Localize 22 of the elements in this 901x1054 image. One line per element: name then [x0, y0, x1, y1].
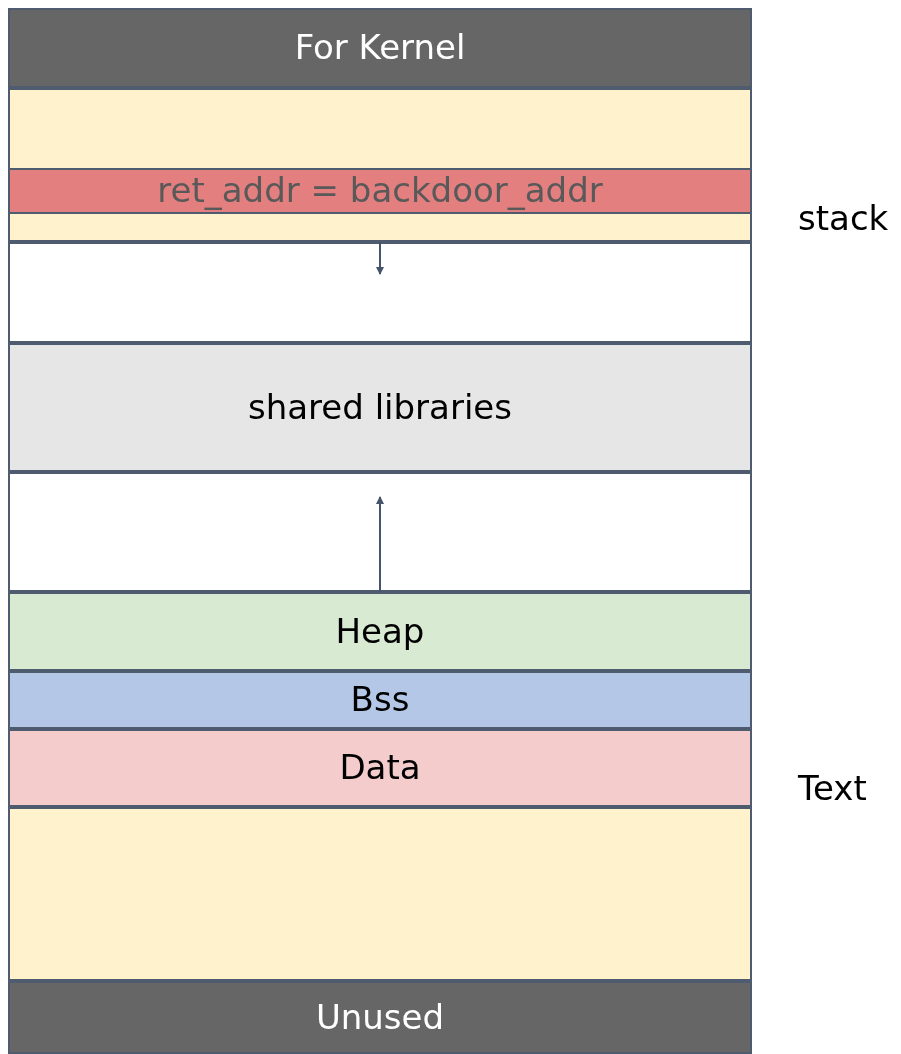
- region-label: Text: [798, 768, 867, 808]
- segment-label: Heap: [335, 612, 425, 651]
- bss-segment: [8, 671, 752, 729]
- segment-label: Bss: [350, 681, 410, 719]
- data-segment: [8, 729, 752, 807]
- return-address-band: [8, 168, 752, 214]
- segment-label: ret_addr = backdoor_addr: [157, 172, 603, 210]
- segment-label: For Kernel: [294, 29, 466, 67]
- arrow: [376, 496, 384, 593]
- heap-segment: [8, 592, 752, 671]
- segment-label: shared libraries: [248, 388, 512, 427]
- free-space-band: [8, 242, 752, 343]
- region-label: stack: [798, 198, 889, 238]
- text-segment: [8, 807, 752, 981]
- arrow: [376, 241, 384, 275]
- segment-label: Data: [339, 749, 421, 787]
- stack-segment: [8, 88, 752, 242]
- shared-libraries-segment: [8, 343, 752, 472]
- free-space-band: [8, 472, 752, 592]
- kernel-segment: [8, 8, 752, 88]
- unused-segment: [8, 981, 752, 1054]
- segment-label: Unused: [315, 998, 445, 1037]
